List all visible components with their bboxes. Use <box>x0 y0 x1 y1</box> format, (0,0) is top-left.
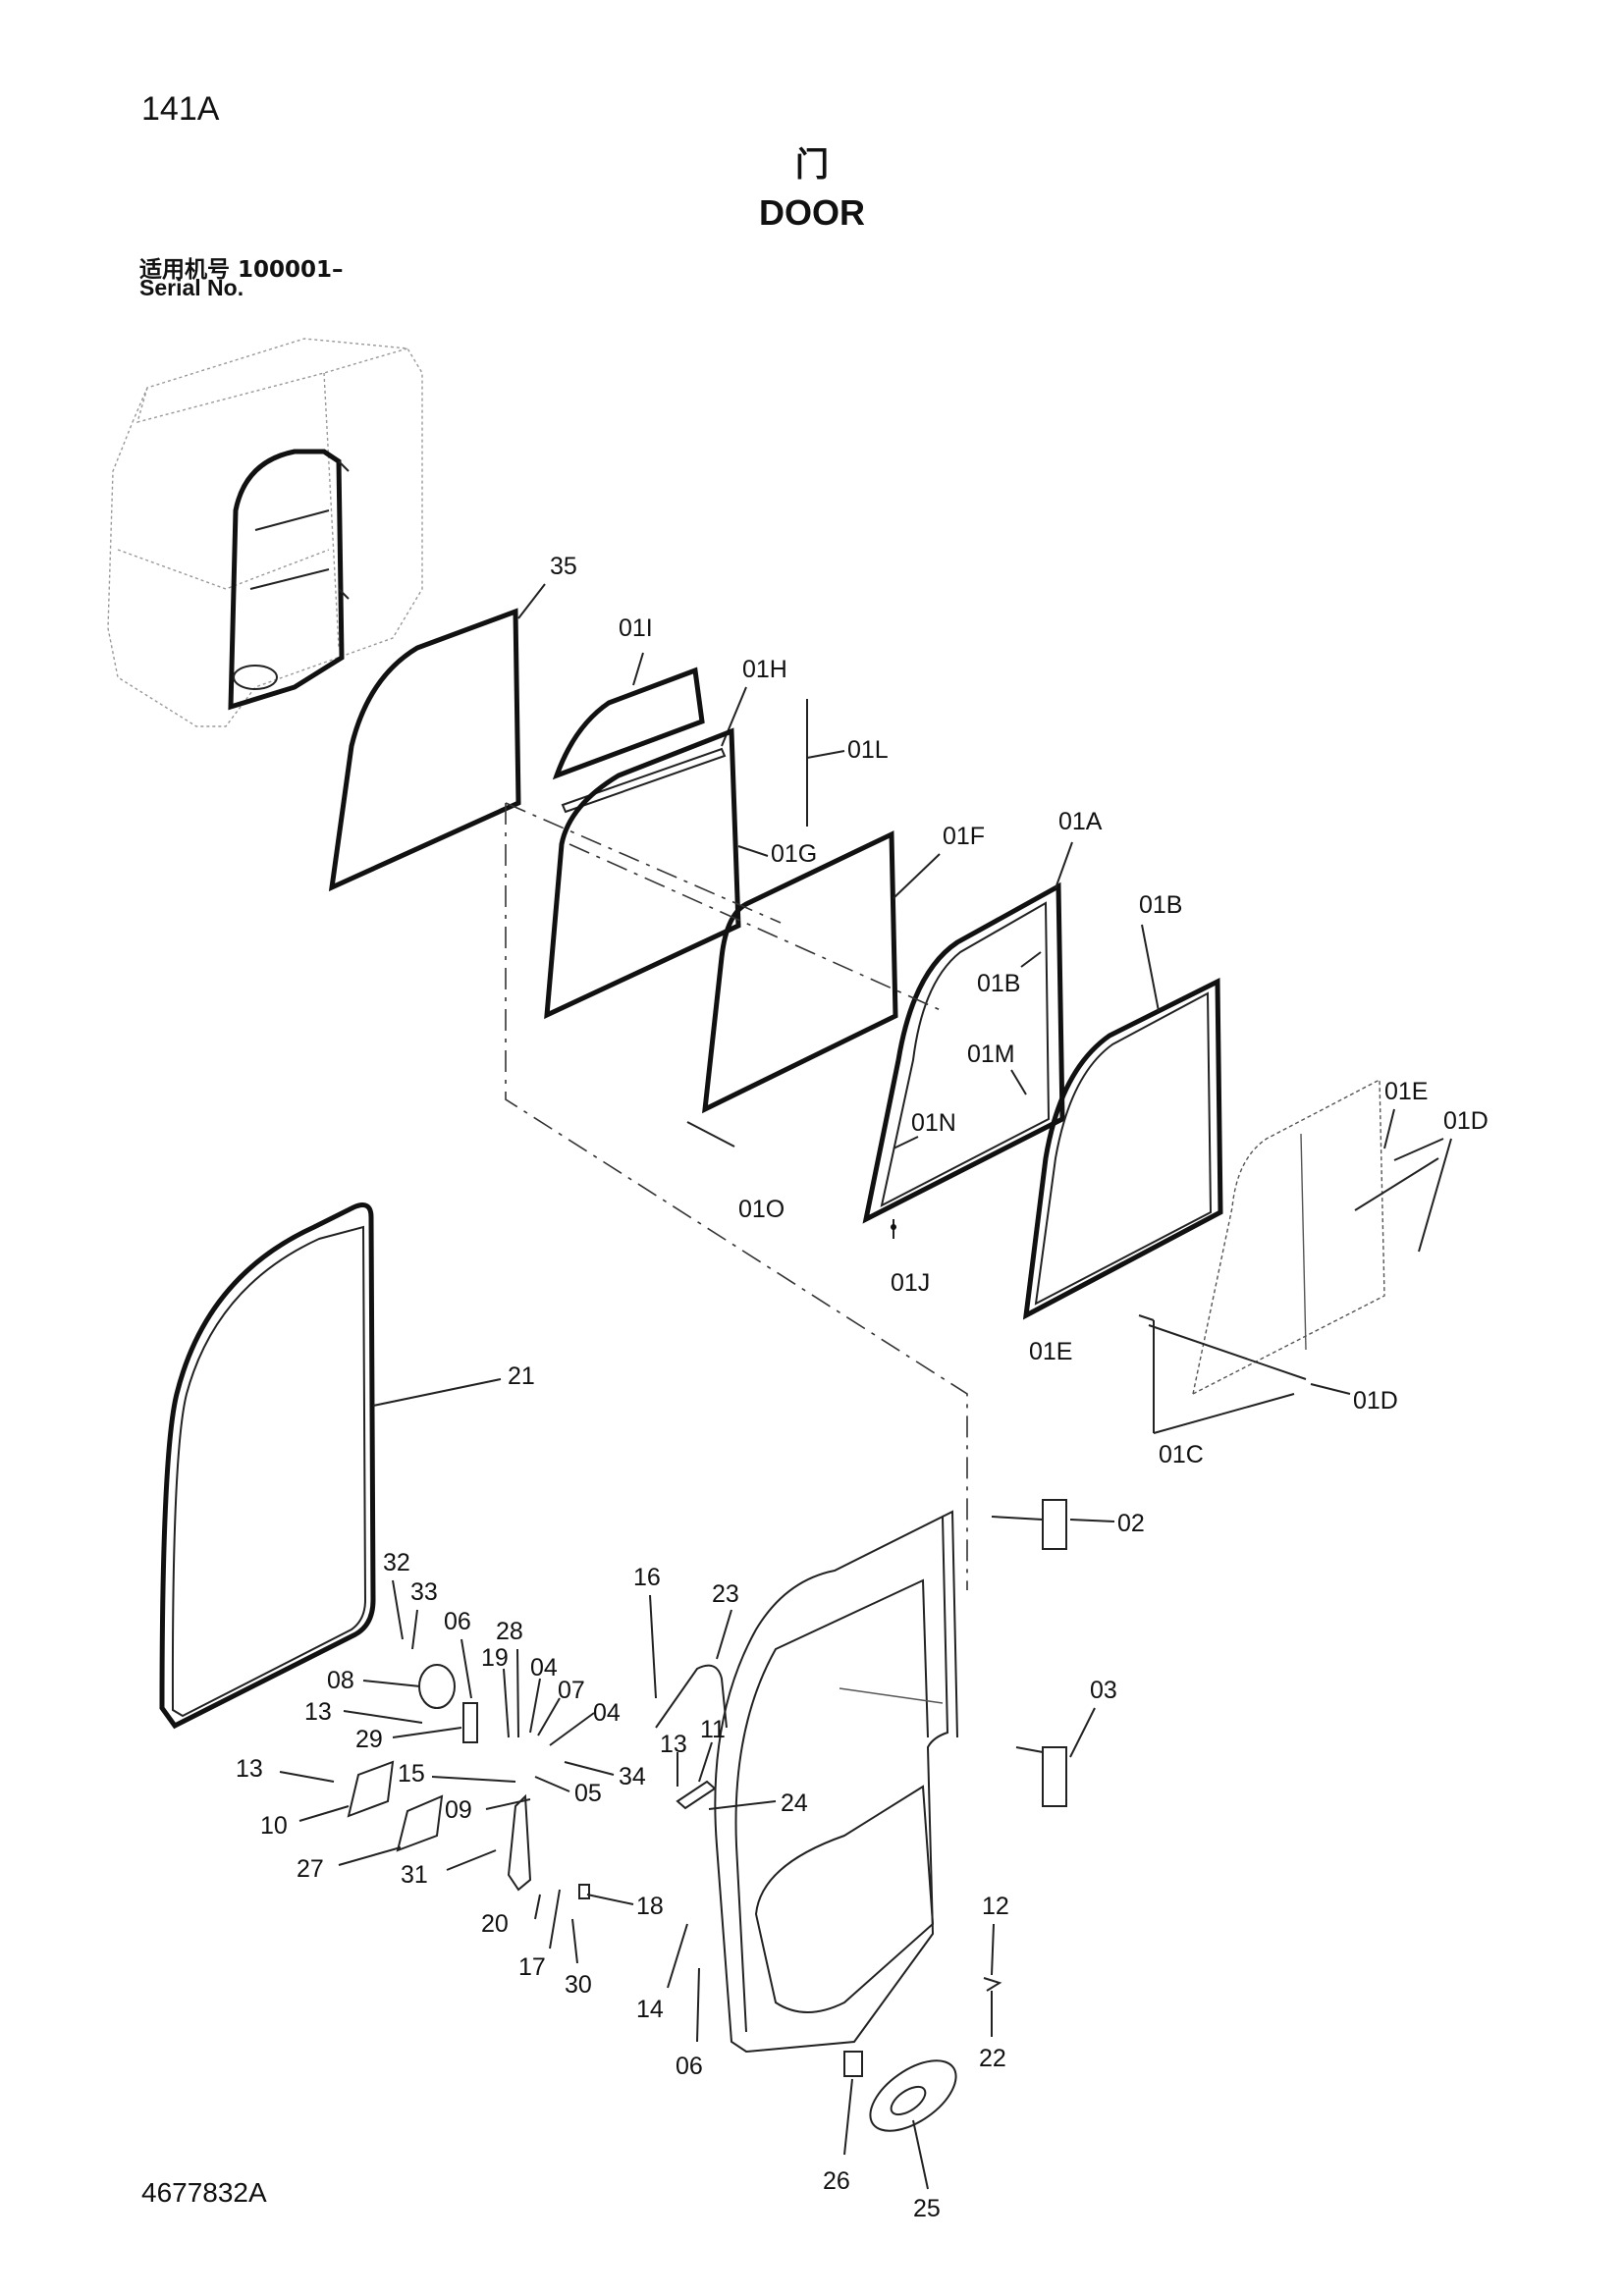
label-20: 20 <box>481 1910 509 1938</box>
label-13-a: 13 <box>304 1698 332 1726</box>
label-11: 11 <box>700 1716 726 1743</box>
part-01F-glass: 01F <box>702 823 985 1114</box>
label-06-upper: 06 <box>444 1608 471 1635</box>
label-23: 23 <box>712 1580 739 1608</box>
label-09: 09 <box>445 1796 472 1824</box>
label-01G: 01G <box>771 840 817 868</box>
label-08: 08 <box>327 1667 354 1694</box>
label-26: 26 <box>823 2167 850 2195</box>
part-hinges: 02 03 <box>991 1499 1145 1807</box>
alignment-lines <box>505 802 968 1590</box>
label-01H: 01H <box>742 656 787 683</box>
label-13-c: 13 <box>660 1731 687 1758</box>
label-03: 03 <box>1090 1677 1117 1704</box>
title-english: DOOR <box>759 192 865 233</box>
label-01J: 01O <box>738 1196 785 1223</box>
part-panels-left: 13 10 27 31 <box>236 1755 497 1889</box>
title-chinese: 门 <box>795 145 829 185</box>
label-01N: 01M <box>967 1041 1015 1068</box>
drawing-number: 4677832A <box>141 2177 267 2208</box>
label-01E-top: 01E <box>1384 1078 1428 1105</box>
label-04-a: 04 <box>530 1654 558 1682</box>
part-door-frame <box>714 1510 958 2054</box>
part-lower-trim: 14 06 <box>636 1923 703 2080</box>
label-35: 35 <box>550 553 577 580</box>
label-22: 22 <box>979 2045 1006 2072</box>
label-17: 17 <box>518 1953 546 1981</box>
label-13-b: 13 <box>236 1755 263 1783</box>
part-lock-cluster: 32 33 06 08 13 29 28 19 04 07 04 34 05 1… <box>304 1549 646 1892</box>
label-01M: 01B <box>977 970 1020 997</box>
label-34: 34 <box>619 1763 646 1790</box>
part-01I-01H: 01I 01H 01L <box>552 614 889 827</box>
label-28: 28 <box>496 1618 523 1645</box>
label-24: 24 <box>781 1789 808 1817</box>
label-19: 19 <box>481 1644 509 1672</box>
cab-overview-sketch <box>107 338 423 727</box>
part-01G-glass: 01G <box>544 727 817 1020</box>
label-05: 05 <box>574 1780 602 1807</box>
label-02: 02 <box>1117 1510 1145 1537</box>
label-31: 31 <box>401 1861 428 1889</box>
part-35-glass: 35 <box>328 553 577 892</box>
label-29: 29 <box>355 1726 383 1753</box>
label-01L: 01L <box>847 736 889 764</box>
part-rod-fasteners: 20 18 17 30 <box>481 1884 664 1999</box>
label-01E-bottom: 01E <box>1029 1338 1072 1365</box>
label-01O: 01N <box>911 1109 956 1137</box>
serial-label-chinese: 适用机号 100001– <box>139 257 344 283</box>
label-01I: 01I <box>619 614 653 642</box>
label-12: 12 <box>982 1893 1009 1920</box>
label-15: 15 <box>398 1760 425 1788</box>
label-06-lower: 06 <box>676 2053 703 2080</box>
label-01B-text: 01B <box>1139 891 1182 919</box>
label-07: 07 <box>558 1677 585 1704</box>
label-01K: 01J <box>891 1269 930 1297</box>
label-33: 33 <box>410 1578 438 1606</box>
label-01D-bottom: 01C <box>1159 1441 1204 1468</box>
part-bracket-12: 12 22 <box>979 1893 1009 2072</box>
page-code: 141A <box>141 90 220 128</box>
label-10: 10 <box>260 1812 288 1840</box>
label-01F: 01F <box>943 823 985 850</box>
label-32: 32 <box>383 1549 410 1576</box>
part-01B-seal: 01B 01B <box>1022 891 1223 1320</box>
serial-label-english: Serial No. <box>139 275 244 300</box>
label-18: 18 <box>636 1893 664 1920</box>
label-25: 25 <box>913 2195 941 2222</box>
label-04-b: 04 <box>593 1699 621 1727</box>
label-01D-top: 01D <box>1443 1107 1489 1135</box>
label-27: 27 <box>297 1855 324 1883</box>
label-01A: 01A <box>1058 808 1103 835</box>
part-01A-seal-frame: 01A 01B 01M 01N 01J <box>862 808 1103 1297</box>
label-01C: 01D <box>1353 1387 1398 1415</box>
label-14: 14 <box>636 1996 664 2023</box>
label-30: 30 <box>565 1971 592 1999</box>
part-21-weatherstrip: 21 <box>159 1202 535 1730</box>
label-21: 21 <box>508 1362 535 1390</box>
label-16: 16 <box>633 1564 661 1591</box>
part-grab-handle: 16 23 13 11 24 <box>633 1564 808 1817</box>
part-door-handle: 26 25 <box>823 2051 957 2222</box>
label-01J-group: 01O <box>686 1121 785 1223</box>
part-sliding-glass-assembly: 01E 01D 01E 01C 01D <box>1029 1078 1489 1468</box>
